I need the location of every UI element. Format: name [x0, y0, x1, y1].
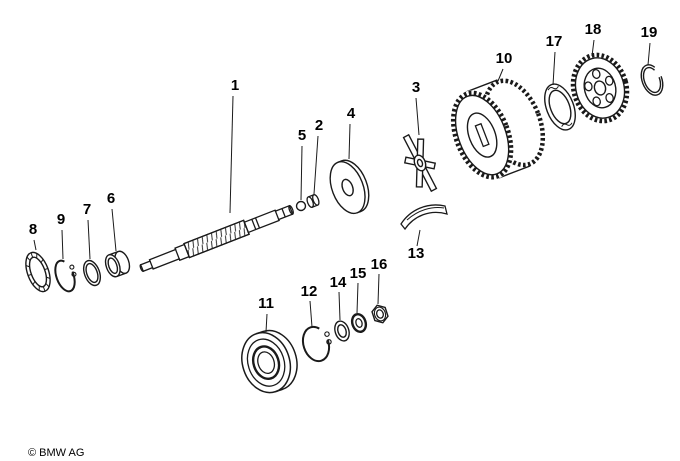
callout-18: 18 [585, 21, 602, 38]
leader-line-part11 [265, 313, 268, 333]
callout-10: 10 [496, 50, 513, 67]
callout-5: 5 [298, 127, 306, 144]
leader-line-part5 [300, 145, 303, 201]
part-1-shaft [139, 204, 294, 273]
part-13-guide [400, 204, 448, 231]
leader-line-part3 [415, 97, 420, 136]
leader-line-part4 [348, 123, 351, 160]
part-7-ring [82, 259, 102, 287]
part-19-snap-ring [640, 64, 664, 96]
leader-line-part15 [356, 282, 359, 314]
part-11-flange-hub [241, 329, 298, 394]
shaft-spline-section [183, 219, 250, 259]
callout-labels: 1 5 2 4 3 10 17 18 19 6 7 9 8 13 11 12 1… [29, 21, 658, 312]
callout-4: 4 [347, 105, 356, 122]
callout-9: 9 [57, 211, 65, 228]
copyright: © BMW AG [28, 447, 84, 459]
part-6-bushing [104, 250, 131, 278]
leader-line-part12 [309, 300, 313, 328]
callout-2: 2 [315, 117, 323, 134]
part-4-washer [329, 159, 370, 215]
leader-line-part9 [61, 229, 64, 260]
callout-17: 17 [546, 33, 563, 50]
leader-line-part1 [229, 95, 234, 214]
callout-14: 14 [330, 274, 347, 291]
part-14-washer [334, 320, 350, 342]
leader-line-part7 [87, 219, 91, 260]
leader-line-part17 [552, 51, 556, 86]
part-5-ball [295, 200, 307, 212]
callout-8: 8 [29, 221, 37, 238]
callout-16: 16 [371, 256, 388, 273]
part-12-circlip [301, 325, 332, 363]
callout-19: 19 [641, 24, 658, 41]
callout-6: 6 [107, 190, 115, 207]
leader-line-part10 [497, 68, 504, 82]
leader-line-part19 [647, 42, 651, 66]
part-9-circlip [54, 259, 77, 293]
callout-1: 1 [231, 77, 239, 94]
leader-line-part16 [377, 273, 380, 305]
part-8-needle-bearing [25, 251, 51, 293]
part-15-bearing [350, 313, 368, 333]
part-17-lock-plate [544, 83, 576, 131]
gear-drive-slot [474, 122, 490, 148]
part-2-sleeve [306, 194, 320, 208]
callout-13: 13 [408, 245, 425, 262]
callout-7: 7 [83, 201, 91, 218]
part-16-nut [371, 304, 389, 324]
part-18-gear [570, 52, 630, 124]
gear-teeth [570, 52, 630, 124]
leader-line-part14 [338, 291, 341, 321]
leader-line-part13 [416, 229, 421, 247]
leader-line-part8 [33, 239, 37, 251]
bearing-rollers [25, 252, 51, 292]
part-3-impeller [402, 133, 438, 193]
part-10-drive-gear [450, 78, 546, 180]
callout-12: 12 [301, 283, 318, 300]
leader-lines [33, 39, 651, 333]
leader-line-part18 [591, 39, 595, 57]
callout-3: 3 [412, 79, 420, 96]
callout-11: 11 [258, 295, 274, 312]
leader-line-part6 [111, 208, 117, 252]
callout-15: 15 [350, 265, 367, 282]
leader-line-part2 [313, 135, 319, 195]
